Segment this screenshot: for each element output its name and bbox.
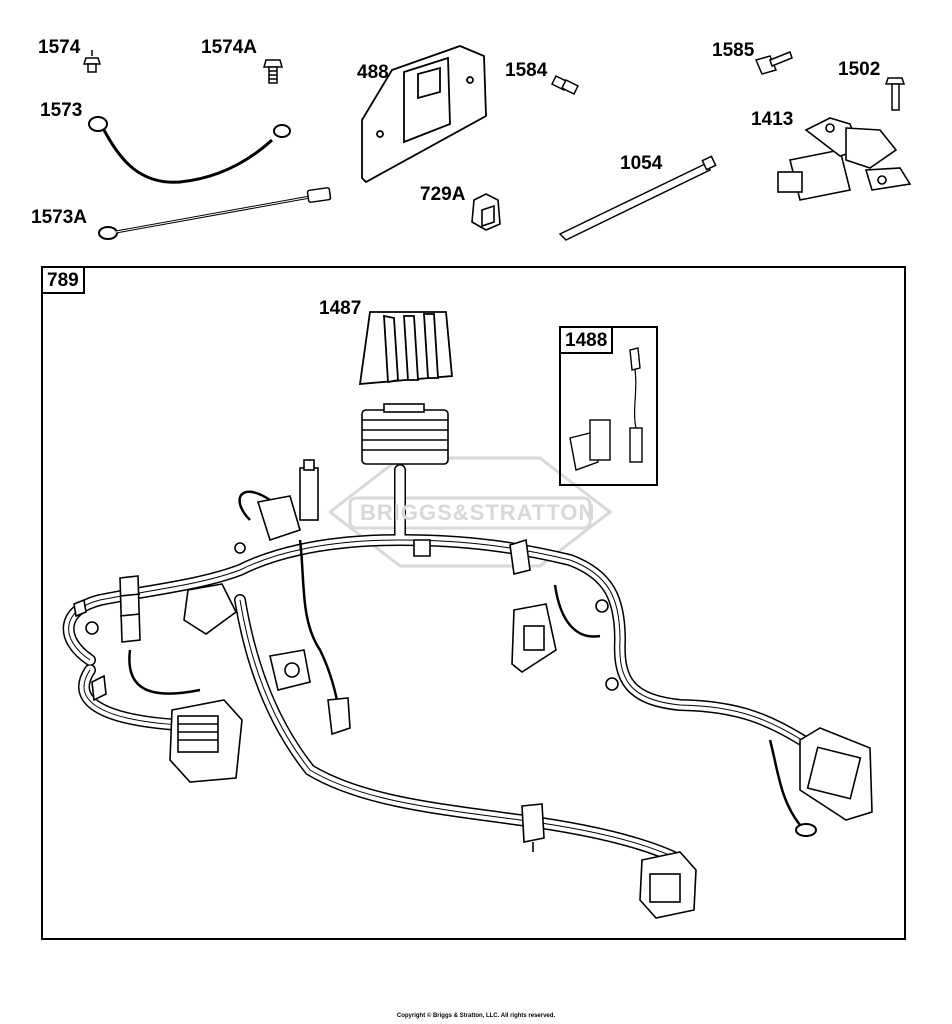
label-1573: 1573 <box>40 100 83 121</box>
label-1413: 1413 <box>751 109 794 130</box>
copyright-text: Copyright © Briggs & Stratton, LLC. All … <box>396 1013 556 1019</box>
harness-connectors <box>73 459 873 919</box>
label-1585: 1585 <box>712 40 755 61</box>
label-1502: 1502 <box>838 59 881 80</box>
label-1584: 1584 <box>505 60 548 81</box>
cable-tie-1054-icon <box>558 155 717 241</box>
regulator-cover-1487-icon <box>358 311 453 385</box>
label-1054: 1054 <box>620 153 663 174</box>
bolt-1502-icon <box>884 77 906 111</box>
harness-frame-789 <box>41 266 906 940</box>
regulator-body-icon <box>361 403 449 465</box>
label-1487: 1487 <box>319 298 362 319</box>
bolt-1584-icon <box>550 74 580 96</box>
label-729a: 729A <box>420 184 466 205</box>
label-1574a: 1574A <box>201 37 257 58</box>
connector-kit-1488-icon <box>569 347 643 471</box>
label-1573a: 1573A <box>31 207 87 228</box>
switch-1413-icon <box>777 117 912 201</box>
wire-1573a-icon <box>98 187 332 240</box>
bolt-1574a-icon <box>263 59 283 84</box>
label-1574: 1574 <box>38 37 81 58</box>
brand-watermark: BRIGGS&STRATTON <box>360 500 596 525</box>
screw-1574-icon <box>82 50 102 73</box>
label-488: 488 <box>357 62 389 83</box>
ground-strap-1573-icon <box>88 116 291 184</box>
clip-729a-icon <box>471 193 501 231</box>
bolt-1585-icon <box>754 51 793 75</box>
label-789: 789 <box>41 266 85 294</box>
bracket-488-icon <box>361 45 487 184</box>
label-1488: 1488 <box>559 326 614 354</box>
